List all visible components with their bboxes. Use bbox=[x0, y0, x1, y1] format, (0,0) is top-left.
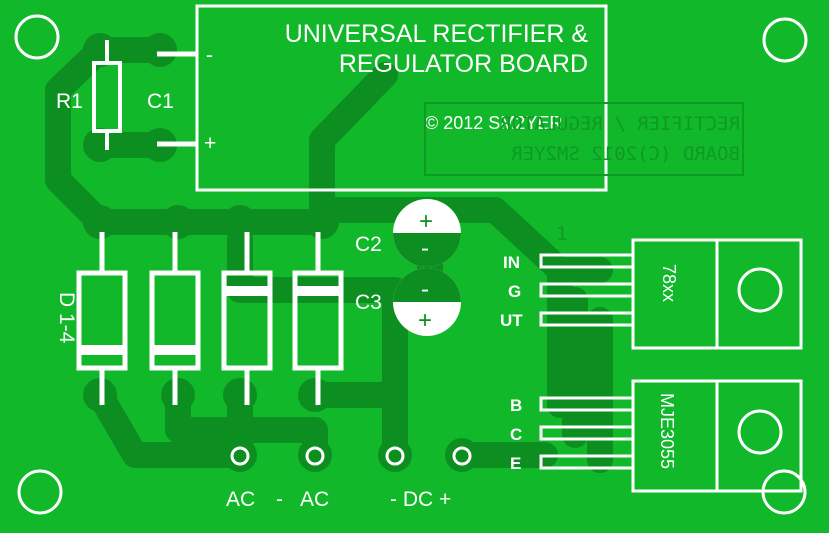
back-text-frame bbox=[424, 102, 744, 176]
c2-plus-label: + bbox=[419, 208, 433, 235]
ac-pad-left bbox=[230, 446, 250, 466]
diode-d2 bbox=[149, 232, 201, 405]
reg-pin-g: G bbox=[508, 282, 521, 301]
solder-pads bbox=[83, 33, 479, 472]
diode-d3 bbox=[221, 232, 273, 405]
capacitor-c3: - + bbox=[393, 268, 461, 336]
ac-pad-right bbox=[305, 446, 325, 466]
board-title-line1: UNIVERSAL RECTIFIER & bbox=[285, 20, 589, 48]
regulator-78xx bbox=[539, 238, 803, 350]
diode-d1 bbox=[76, 232, 128, 405]
resistor-r1 bbox=[92, 40, 122, 150]
capacitor-c2: + - bbox=[393, 199, 461, 267]
transistor-mje3055 bbox=[539, 379, 803, 493]
tr-pin-b: B bbox=[510, 396, 522, 415]
board-title-line2: REGULATOR BOARD bbox=[339, 50, 588, 78]
c2-minus-label: - bbox=[421, 235, 429, 262]
title-box bbox=[195, 4, 608, 192]
back-side-text: RECTIFIER / REGULATOR BOARD (C)2012 SM2Y… bbox=[499, 113, 740, 165]
mounting-holes bbox=[14, 14, 808, 515]
dc-plus-pad bbox=[452, 446, 472, 466]
diode-d4 bbox=[292, 232, 344, 405]
capacitor-c1 bbox=[157, 51, 197, 147]
c3-plus-label: + bbox=[418, 307, 432, 334]
tr-pin-c: C bbox=[510, 425, 522, 444]
c3-minus-label: - bbox=[421, 276, 429, 303]
transistor-label: MJE3055 bbox=[657, 393, 677, 469]
dc-minus-pad bbox=[385, 446, 405, 466]
ac-separator: - bbox=[276, 488, 283, 511]
c1-plus-label: + bbox=[204, 132, 216, 155]
diode-bridge bbox=[76, 232, 344, 405]
r1-label: R1 bbox=[56, 90, 83, 113]
diodes-label: D 1-4 bbox=[55, 292, 78, 344]
c1-minus-label: - bbox=[206, 44, 213, 67]
dc-label: - DC + bbox=[390, 488, 451, 511]
copyright-text: © 2012 SM2YER bbox=[425, 113, 562, 133]
pin1-marker: 1 bbox=[556, 223, 567, 245]
mounting-hole-bottom-left bbox=[17, 469, 63, 515]
reg-pin-in: IN bbox=[503, 253, 520, 272]
c1-label: C1 bbox=[147, 90, 174, 113]
c2-label: C2 bbox=[355, 233, 382, 256]
ac-label-left: AC bbox=[226, 488, 255, 511]
back-text-line1: RECTIFIER / REGULATOR bbox=[499, 113, 740, 135]
tr-pin-e: E bbox=[510, 454, 521, 473]
c3-label: C3 bbox=[355, 291, 382, 314]
regulator-label: 78xx bbox=[659, 264, 679, 302]
connector-rings bbox=[230, 446, 472, 466]
reg-pin-ut: UT bbox=[500, 311, 523, 330]
mounting-hole-top-right bbox=[762, 17, 808, 63]
back-text-line2: BOARD (C)2012 SM2YER bbox=[511, 143, 740, 165]
ac-label-right: AC bbox=[300, 488, 329, 511]
mounting-hole-top-left bbox=[14, 14, 60, 60]
